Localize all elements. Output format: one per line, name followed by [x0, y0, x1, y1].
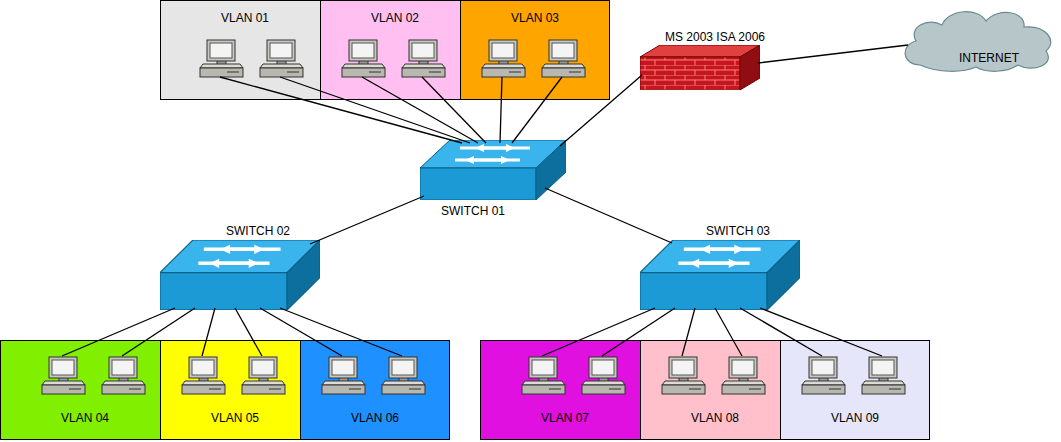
- switch-symbol: [160, 240, 320, 310]
- network-cable: [715, 308, 742, 356]
- vlan-label: VLAN 08: [641, 411, 789, 425]
- network-switch: SWITCH 02: [160, 240, 320, 310]
- network-cable: [500, 77, 502, 143]
- network-cable: [560, 75, 642, 146]
- network-cable: [260, 308, 342, 356]
- network-cable: [122, 308, 195, 356]
- network-cable: [545, 188, 672, 243]
- internet-cloud: INTERNET: [900, 5, 1058, 73]
- vlan-area: VLAN 08: [640, 340, 790, 440]
- vlan-label: VLAN 05: [161, 411, 309, 425]
- vlan-label: VLAN 07: [481, 411, 649, 425]
- vlan-label: VLAN 06: [301, 411, 449, 425]
- cloud-label: INTERNET: [910, 51, 1061, 65]
- switch-symbol: [420, 140, 566, 200]
- network-cable: [512, 77, 562, 143]
- vlan-area: VLAN 02: [320, 0, 470, 100]
- computer-icon: [241, 356, 286, 396]
- vlan-label: VLAN 09: [781, 411, 929, 425]
- switch-symbol: [640, 240, 800, 310]
- computer-icon: [101, 356, 146, 396]
- computer-icon: [199, 39, 244, 79]
- network-cable: [220, 77, 462, 143]
- network-cable: [740, 308, 822, 356]
- computer-icon: [661, 356, 706, 396]
- vlan-area: VLAN 05: [160, 340, 310, 440]
- vlan-area: VLAN 09: [780, 340, 930, 440]
- computer-icon: [801, 356, 846, 396]
- computer-icon: [381, 356, 426, 396]
- computer-icon: [861, 356, 906, 396]
- firewall: MS 2003 ISA 2006: [640, 45, 760, 90]
- vlan-label: VLAN 01: [161, 1, 329, 25]
- computer-icon: [401, 39, 446, 79]
- firewall-symbol: [640, 45, 760, 90]
- network-cable: [422, 77, 486, 143]
- vlan-area: VLAN 03: [460, 0, 610, 100]
- network-cable: [310, 196, 424, 244]
- vlan-label: VLAN 04: [1, 411, 169, 425]
- network-cable: [202, 308, 215, 356]
- switch-label: SWITCH 02: [178, 224, 338, 238]
- computer-icon: [259, 39, 304, 79]
- computer-icon: [521, 356, 566, 396]
- vlan-area: VLAN 07: [480, 340, 650, 440]
- switch-label: SWITCH 01: [400, 204, 546, 218]
- vlan-label: VLAN 02: [321, 1, 469, 25]
- network-cable: [682, 308, 695, 356]
- network-switch: SWITCH 01: [420, 140, 566, 200]
- firewall-label: MS 2003 ISA 2006: [655, 30, 775, 44]
- network-cable: [280, 77, 470, 143]
- computer-icon: [341, 39, 386, 79]
- computer-icon: [541, 39, 586, 79]
- network-cable: [602, 308, 675, 356]
- network-switch: SWITCH 03: [640, 240, 800, 310]
- network-cable: [280, 308, 402, 356]
- network-cable: [235, 308, 262, 356]
- vlan-area: VLAN 06: [300, 340, 450, 440]
- computer-icon: [41, 356, 86, 396]
- computer-icon: [321, 356, 366, 396]
- computer-icon: [721, 356, 766, 396]
- network-cable: [362, 77, 478, 143]
- network-cable: [758, 45, 908, 63]
- vlan-label: VLAN 03: [461, 1, 609, 25]
- computer-icon: [581, 356, 626, 396]
- network-cable: [760, 308, 882, 356]
- vlan-area: VLAN 04: [0, 340, 170, 440]
- computer-icon: [481, 39, 526, 79]
- switch-label: SWITCH 03: [658, 224, 818, 238]
- computer-icon: [181, 356, 226, 396]
